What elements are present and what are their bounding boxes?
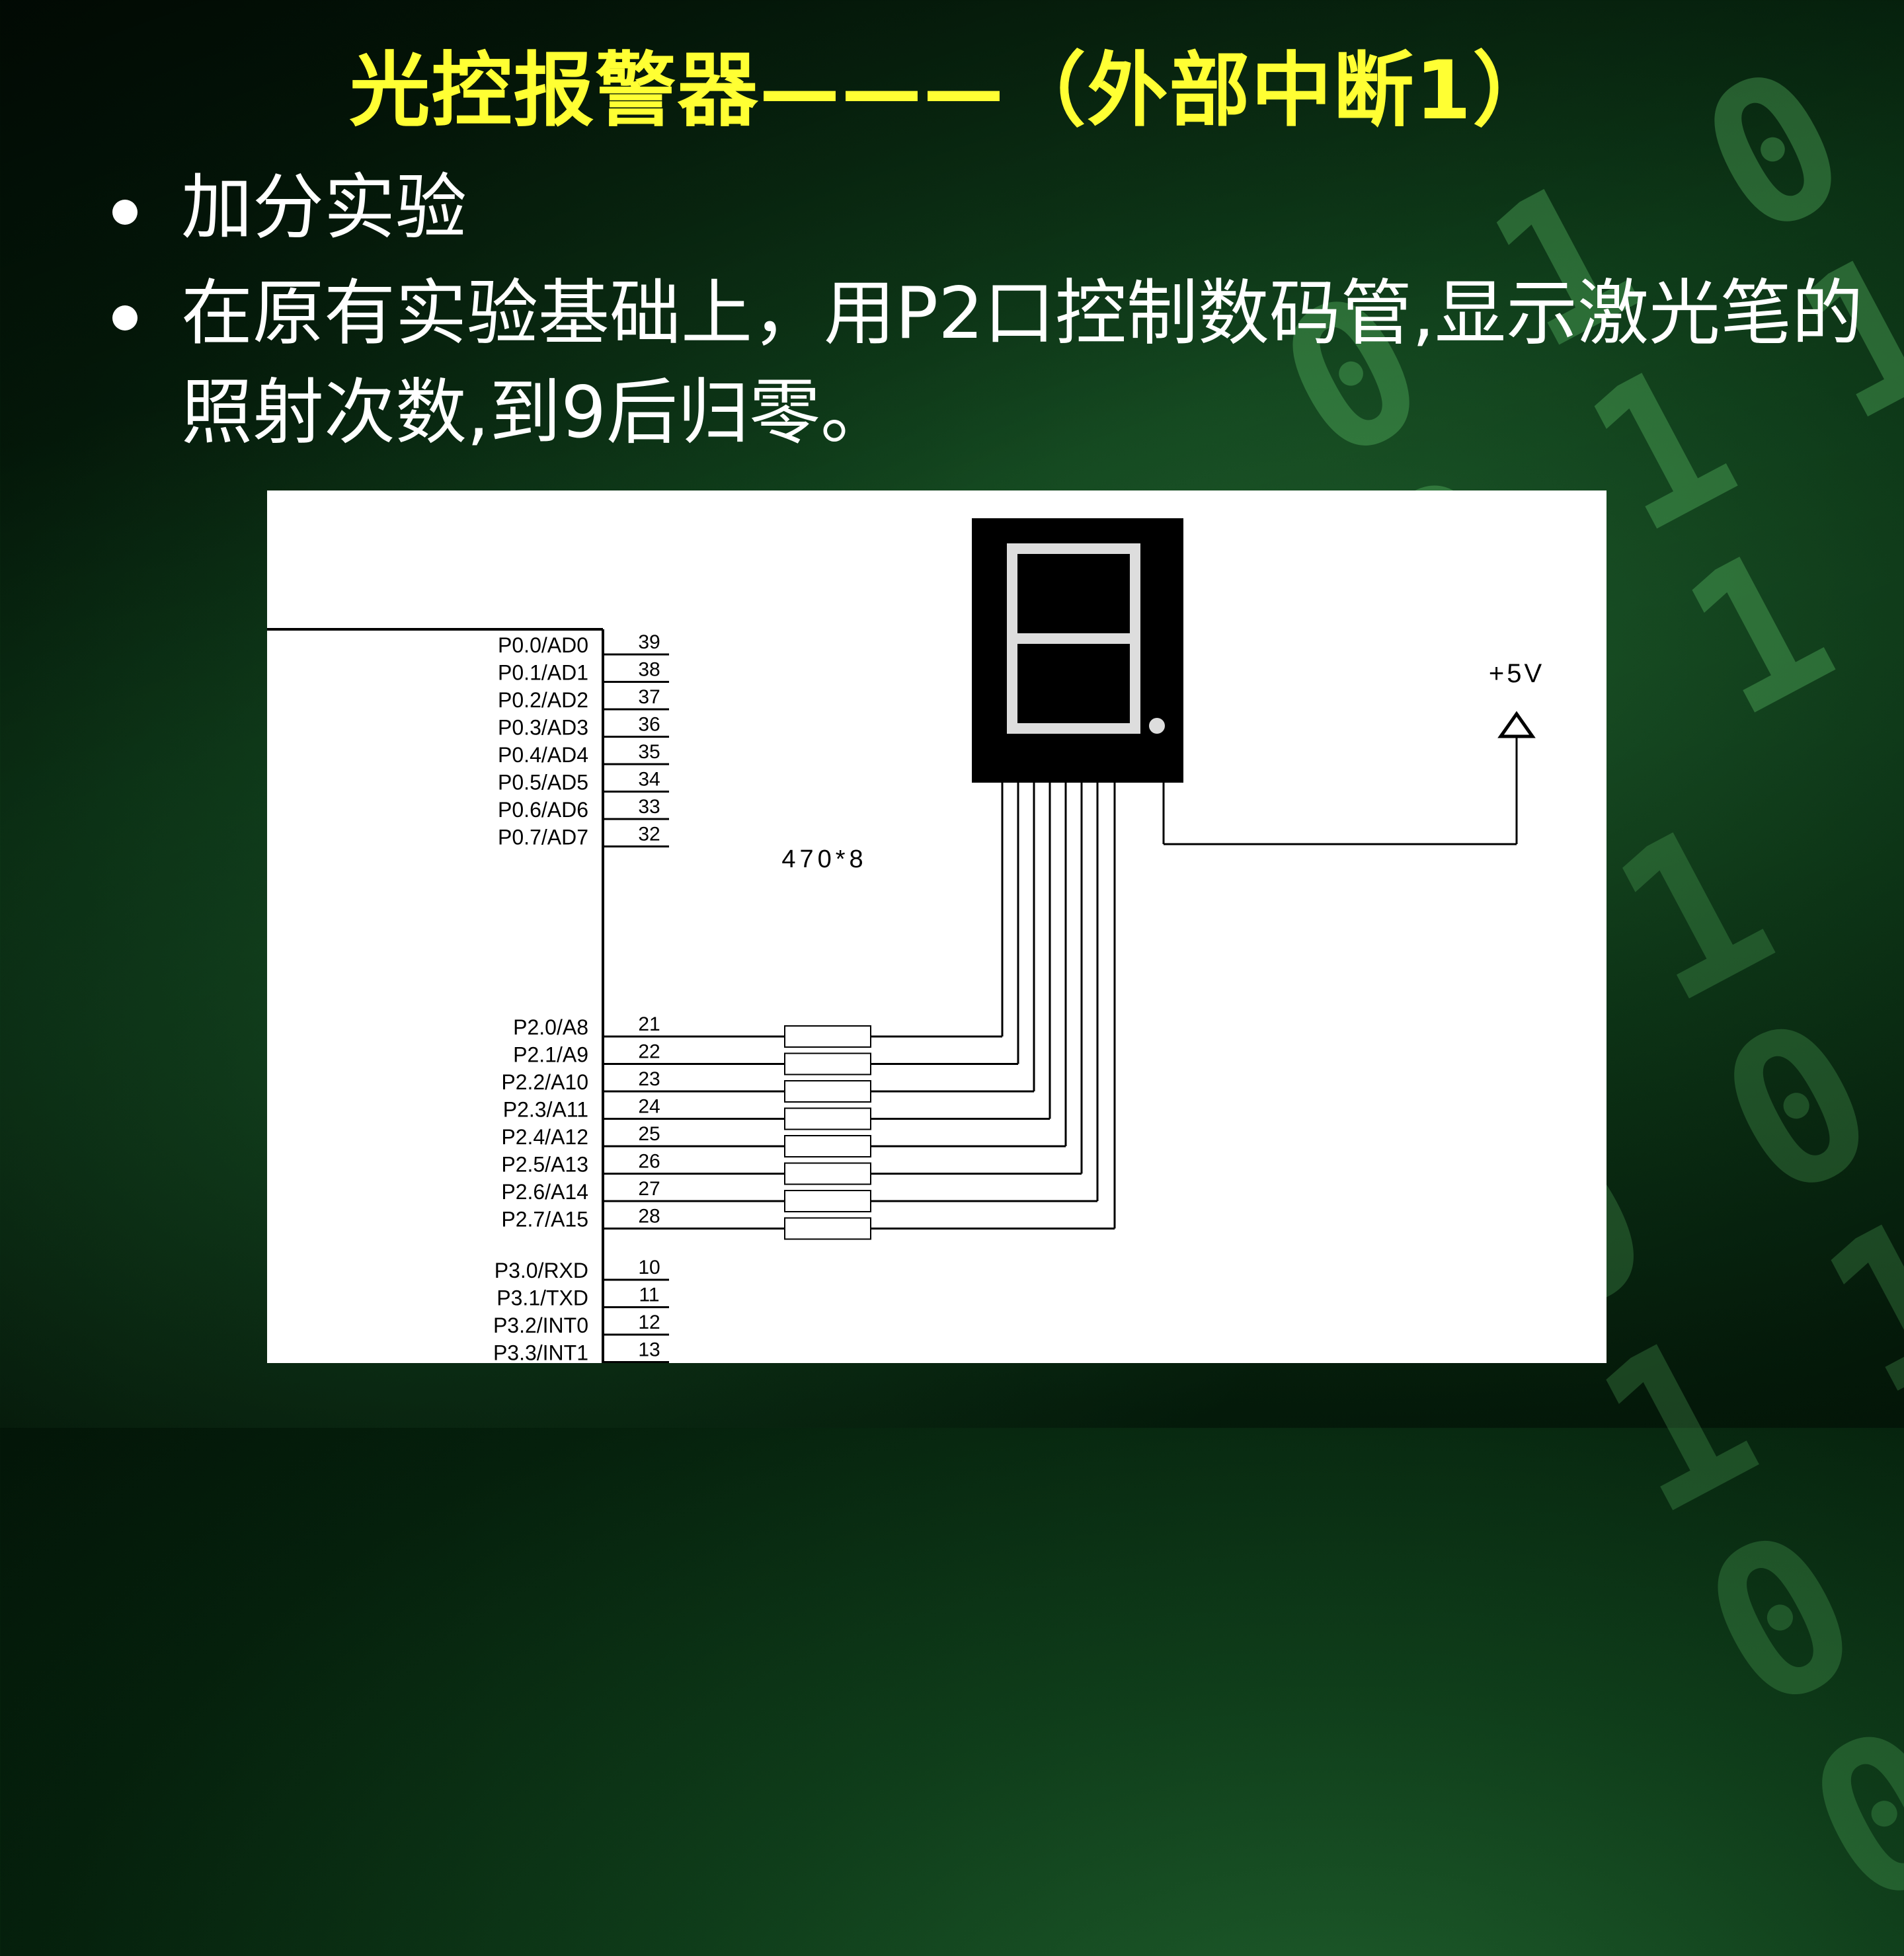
pin-label: P2.6/A14 (501, 1180, 588, 1204)
supply-arrow-icon (1497, 711, 1536, 738)
pin-number: 27 (638, 1178, 660, 1200)
pin-number: 26 (638, 1151, 660, 1173)
pin-label: P2.3/A11 (503, 1098, 588, 1122)
pin-label: P2.4/A12 (501, 1125, 588, 1149)
pin-label: P0.1/AD1 (498, 661, 588, 685)
pin-number: 34 (638, 769, 660, 791)
bullet-2-text: 在原有实验基础上，用P2口控制数码管,显示激光笔的照射次数,到9后归零。 (181, 272, 1864, 454)
pin-label: P3.3/INT1 (493, 1341, 588, 1364)
pin-label: P3.0/RXD (495, 1259, 588, 1282)
resistor (784, 1217, 871, 1240)
resistor (784, 1080, 871, 1103)
seven-segment-display (972, 518, 1183, 783)
pin-number: 22 (638, 1041, 660, 1063)
bullet-dot (112, 200, 138, 225)
resistor (784, 1162, 871, 1185)
pin-label: P0.5/AD5 (498, 771, 588, 795)
pin-number: 39 (638, 631, 660, 653)
pin-number: 10 (638, 1257, 660, 1278)
pin-number: 25 (638, 1123, 660, 1145)
pin-label: P0.2/AD2 (498, 688, 588, 712)
pin-label: P0.7/AD7 (498, 826, 588, 849)
pin-number: 11 (639, 1284, 659, 1306)
pin-number: 12 (638, 1311, 660, 1333)
pin-number: 38 (638, 659, 660, 681)
pin-number: 32 (638, 824, 660, 845)
pin-number: 36 (638, 714, 660, 736)
pin-number: 21 (638, 1013, 660, 1035)
pin-label: P3.1/TXD (496, 1286, 588, 1310)
resistor (784, 1025, 871, 1048)
resistor (784, 1107, 871, 1130)
supply-label: +5V (1489, 659, 1544, 688)
pin-label: P2.7/A15 (501, 1208, 588, 1232)
pin-number: 33 (638, 796, 660, 818)
bullet-dot (112, 305, 138, 331)
resistor (784, 1052, 871, 1076)
resistor (784, 1135, 871, 1157)
pin-number: 35 (638, 741, 660, 763)
pin-label: P2.2/A10 (501, 1070, 588, 1094)
resistor-network-label: 470*8 (781, 845, 867, 873)
pin-label: P0.4/AD4 (498, 743, 588, 767)
pin-label: P3.2/INT0 (493, 1313, 588, 1337)
pin-label: P0.6/AD6 (498, 798, 588, 822)
pin-label: P0.0/AD0 (498, 633, 588, 657)
display-decimal-point (1149, 718, 1165, 734)
slide-title: 光控报警器———（外部中断1） (349, 44, 1555, 137)
pin-number: 24 (638, 1096, 660, 1118)
resistor (784, 1190, 871, 1212)
pin-label: P0.3/AD3 (498, 716, 588, 740)
pin-number: 37 (638, 686, 660, 708)
pin-label: P2.1/A9 (513, 1043, 588, 1067)
pin-number: 28 (638, 1206, 660, 1228)
pin-number: 23 (638, 1068, 660, 1090)
pin-label: P2.5/A13 (501, 1153, 588, 1177)
pin-label: P2.0/A8 (513, 1015, 588, 1039)
bullet-1-text: 加分实验 (181, 167, 467, 249)
pin-number: 13 (638, 1339, 660, 1361)
